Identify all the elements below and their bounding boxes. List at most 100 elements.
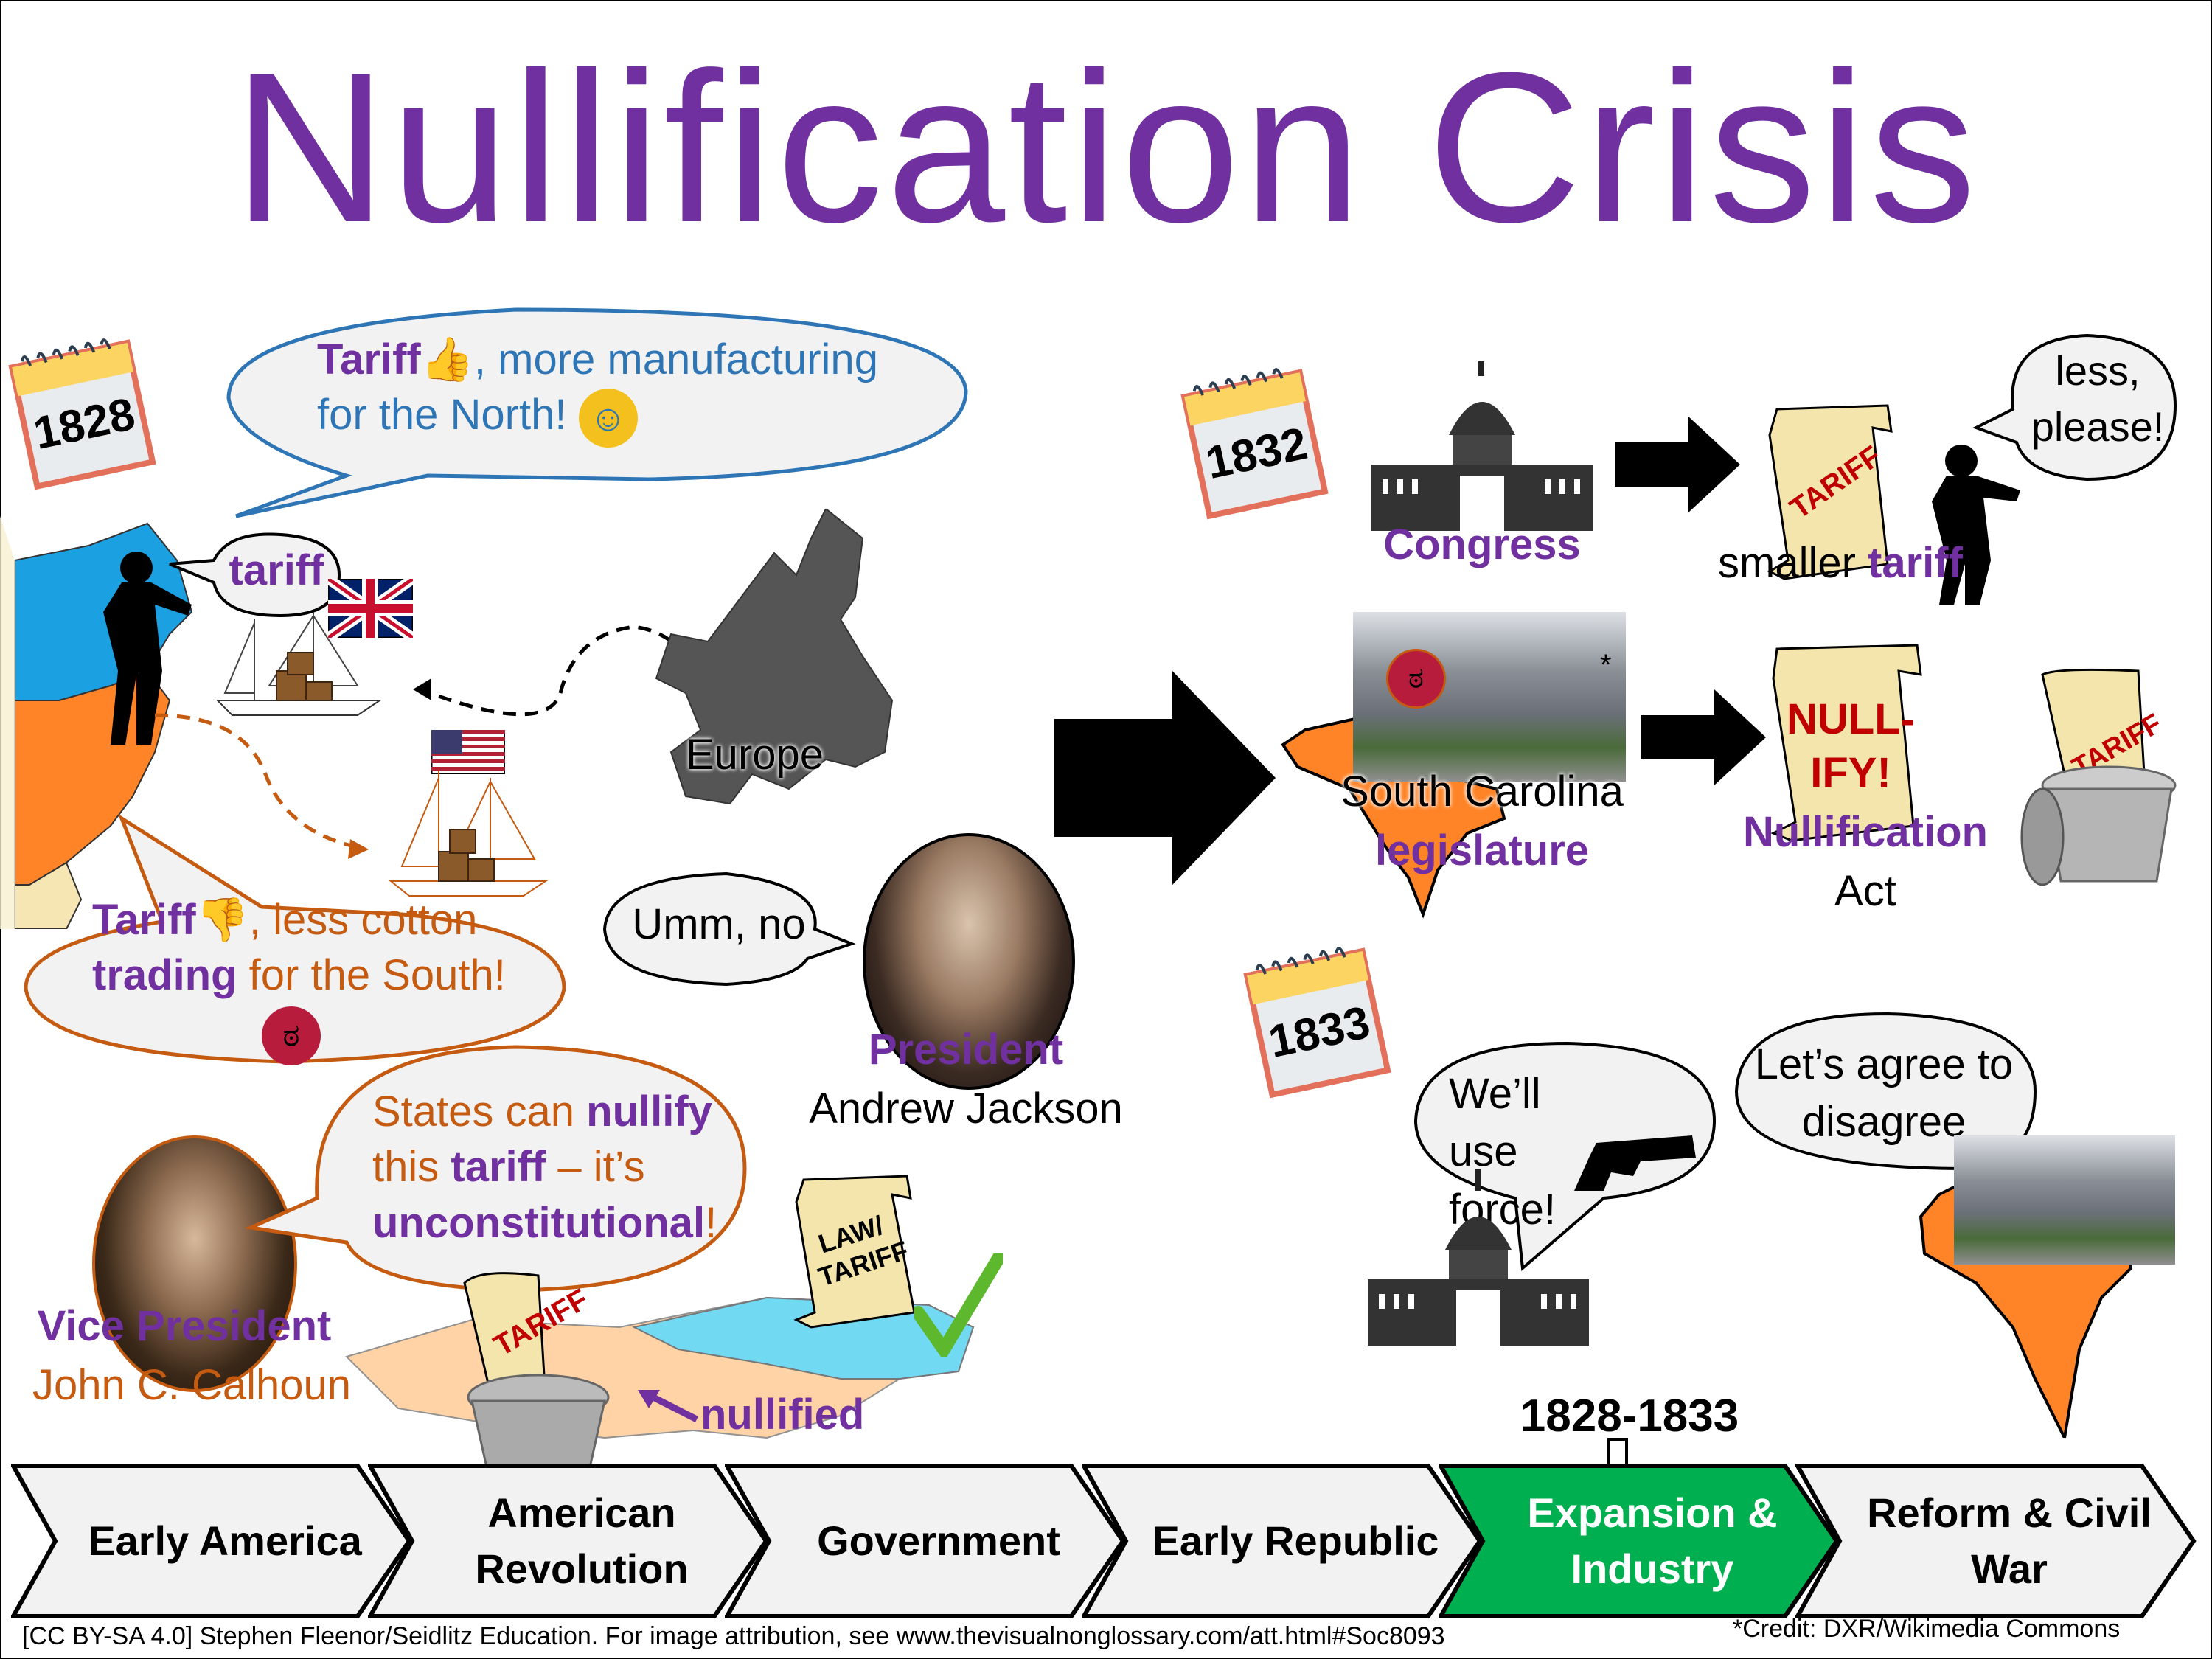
arrow-right-icon xyxy=(1641,689,1766,785)
calendar-1828: 1828 xyxy=(5,327,157,490)
chevron-shape xyxy=(368,1464,769,1618)
tariff-word: tariff xyxy=(451,1143,546,1192)
tariff-bubble-text: tariff xyxy=(229,546,324,594)
uk-flag-icon xyxy=(328,579,413,638)
tariff-scroll-icon: TARIFF xyxy=(1767,404,1893,580)
nullify-scroll-icon xyxy=(1770,644,1922,842)
person-silhouette-icon xyxy=(103,552,192,745)
smaller-word: smaller xyxy=(1718,539,1868,587)
british-ship-icon xyxy=(215,612,383,716)
tariff-word: Tariff xyxy=(317,335,421,383)
calhoun-bubble-text: States can nullify this tariff – it’s un… xyxy=(372,1084,741,1251)
jackson-title: President xyxy=(868,1026,1064,1074)
act-label: Act xyxy=(1834,867,1896,915)
nullified-label: nullified xyxy=(700,1391,865,1439)
congress-label: Congress xyxy=(1383,521,1581,568)
south-line2: for the South! xyxy=(237,951,506,1000)
chevron-shape xyxy=(1439,1464,1840,1618)
south-carolina-label: South Carolina xyxy=(1340,768,1624,815)
calhoun-text-part: this xyxy=(372,1143,451,1192)
jackson-bubble-text: Umm, no xyxy=(632,900,806,948)
chevron-shape xyxy=(725,1464,1126,1618)
andrew-jackson-portrait xyxy=(863,833,1075,1090)
credit-asterisk: * xyxy=(1600,649,1612,681)
timeline-item-label: Early Republic xyxy=(1152,1517,1439,1565)
checkmark-icon xyxy=(914,1253,1003,1357)
calendar-icon xyxy=(8,338,156,490)
person-silhouette-icon xyxy=(1932,445,2020,605)
tariff-speech-bubble: tariff xyxy=(169,531,347,619)
grinning-face-icon: ☺ xyxy=(578,389,638,448)
agree-bubble-text: Let’s agree to disagree xyxy=(1754,1040,2014,1147)
north-line1: , more manufacturing xyxy=(473,335,878,383)
calhoun-text-part: ! xyxy=(705,1198,717,1247)
legislature-label: legislature xyxy=(1374,827,1590,874)
less-please-text: less, please! xyxy=(2031,347,2165,450)
timeline-item-label: Government xyxy=(817,1517,1060,1565)
tariff-word: tariff xyxy=(1868,539,1963,587)
credit-footer: *Credit: DXR/Wikimedia Commons xyxy=(1733,1615,2121,1643)
tariff-word: Tariff xyxy=(92,896,196,944)
nullification-act-title: Nullification xyxy=(1743,808,1988,856)
calendar-1832: 1832 xyxy=(1178,357,1329,520)
smaller-tariff-label: smaller tariff xyxy=(1718,538,1963,588)
timeline-item-label: Reform & Civil War xyxy=(1867,1489,2152,1592)
us-capitol-icon xyxy=(1371,361,1593,531)
force-speech-bubble: We’ll use force! xyxy=(1412,1040,1722,1272)
thumbs-down-icon: 👎 xyxy=(195,896,249,944)
nullify-scroll-text: NULL- IFY! xyxy=(1787,695,1915,797)
force-bubble-text: We’ll use force! xyxy=(1449,1070,1557,1234)
timeline-item-label: Early America xyxy=(88,1517,362,1565)
south-speech-bubble: Tariff👎, less cotton trading for the Sou… xyxy=(18,813,579,1069)
page-title: Nullification Crisis xyxy=(232,28,1980,267)
cotton-arrow xyxy=(155,713,369,859)
north-speech-bubble: Tariff👍, more manufacturing for the Nort… xyxy=(206,295,981,518)
american-ship-icon xyxy=(389,771,549,897)
thumbs-up-icon: 👍 xyxy=(420,335,474,383)
calhoun-text-part: – it’s xyxy=(546,1143,645,1192)
north-line2: for the North! xyxy=(317,391,567,439)
calhoun-speech-bubble: States can nullify this tariff – it’s un… xyxy=(236,1043,752,1294)
timeline-item-reform-civil-war[interactable]: Reform & Civil War xyxy=(1795,1464,2201,1626)
timeline-marker xyxy=(1607,1438,1628,1467)
europe-map-icon xyxy=(655,509,894,804)
timeline-item-government[interactable]: Government xyxy=(725,1464,1130,1626)
chevron-shape xyxy=(1082,1464,1483,1618)
big-right-arrow-icon xyxy=(1054,671,1276,885)
us-flag-icon xyxy=(431,730,505,774)
chevron-shape xyxy=(11,1464,412,1618)
calhoun-name: John C. Calhoun xyxy=(32,1361,352,1409)
trading-word: trading xyxy=(92,951,237,1000)
law-tariff-scroll: LAW/ TARIFF xyxy=(793,1175,916,1329)
europe-label: Europe xyxy=(686,731,824,779)
chevron-shape xyxy=(1795,1464,2197,1618)
calendar-icon xyxy=(1180,368,1329,520)
arrow-right-icon xyxy=(1615,417,1740,512)
timeline-item-american-revolution[interactable]: American Revolution xyxy=(368,1464,773,1626)
calendar-1833: 1833 xyxy=(1240,936,1392,1099)
timeline-item-early-republic[interactable]: Early Republic xyxy=(1082,1464,1487,1626)
jackson-name: Andrew Jackson xyxy=(809,1085,1123,1133)
john-calhoun-portrait xyxy=(92,1135,297,1392)
license-footer: [CC BY-SA 4.0] Stephen Fleenor/Seidlitz … xyxy=(22,1622,1445,1650)
south-line1: , less cotton xyxy=(248,896,478,944)
us-capitol-icon xyxy=(1368,1169,1589,1346)
trash-can-icon: TARIFF xyxy=(463,1272,610,1467)
jackson-speech-bubble: Umm, no xyxy=(601,870,874,995)
calhoun-title: Vice President xyxy=(37,1302,332,1350)
north-bubble-text: Tariff👍, more manufacturing for the Nort… xyxy=(317,332,907,448)
less-please-speech-bubble: less, please! xyxy=(1972,332,2183,487)
trash-can-icon: TARIFF xyxy=(2020,668,2177,886)
nullify-word: nullify xyxy=(586,1088,712,1135)
calendar-icon xyxy=(1243,947,1391,1099)
sc-capitol-photo xyxy=(1954,1135,2175,1265)
angry-face-icon: ಠ xyxy=(262,1006,321,1065)
nullified-arrow-icon xyxy=(638,1390,699,1423)
timeline-item-label: Expansion & Industry xyxy=(1527,1489,1778,1592)
timeline-item-early-america[interactable]: Early America xyxy=(11,1464,417,1626)
gun-icon xyxy=(1574,1135,1696,1191)
unconstitutional-word: unconstitutional xyxy=(372,1198,706,1247)
angry-face-icon: ಠ xyxy=(1386,649,1446,709)
timeline-item-expansion-industry[interactable]: Expansion & Industry xyxy=(1439,1464,1844,1626)
south-bubble-text: Tariff👎, less cotton trading for the Sou… xyxy=(92,892,549,1004)
